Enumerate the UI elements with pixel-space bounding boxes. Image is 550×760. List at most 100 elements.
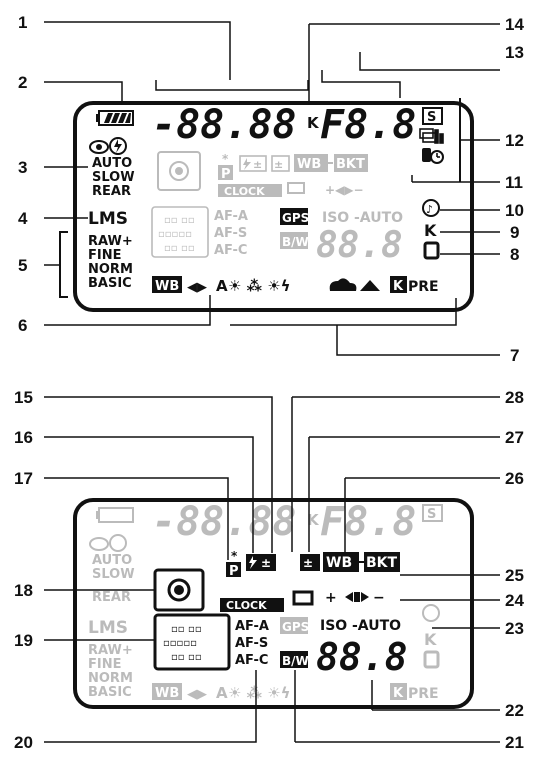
af-area-active-icon: ▫▫ ▫▫ ▫▫▫▫▫ ▫▫ ▫▫	[153, 613, 231, 671]
callout-27: 27	[505, 428, 524, 447]
af-area-icon: ▫▫ ▫▫ ▫▫▫▫▫ ▫▫ ▫▫	[151, 206, 209, 258]
bottom-callout-numbers: 15 16 17 18 19 20 21 22 23 24 25 26 27 2…	[14, 388, 524, 752]
bw-indicator: B/W	[280, 232, 309, 249]
svg-text:K: K	[393, 686, 404, 701]
metering-icon	[157, 151, 201, 191]
flash-icon	[109, 137, 127, 155]
flash-mode-rear: REAR	[92, 184, 131, 199]
bracket-progress-icon: +◀▶−	[325, 183, 364, 197]
shutter-dim: -88.88	[152, 499, 297, 545]
wb-row: WB ◀▶ A ☀ ⁂ ☀ϟ K PRE	[152, 276, 439, 295]
svg-text:▫▫ ▫▫: ▫▫ ▫▫	[164, 215, 195, 226]
svg-text:+◀▶−: +◀▶−	[325, 183, 364, 197]
flash-auto-dim: AUTO	[92, 553, 132, 568]
svg-text:+: +	[325, 590, 337, 606]
svg-text:CLOCK: CLOCK	[224, 185, 265, 198]
callout-9: 9	[510, 223, 519, 242]
iso-label: ISO	[322, 210, 349, 226]
svg-text:BKT: BKT	[366, 555, 398, 571]
bw-active-indicator: B/W	[280, 651, 309, 668]
flash-comp-icon: ±	[239, 155, 267, 172]
callout-13: 13	[505, 43, 524, 62]
callout-24: 24	[505, 591, 524, 610]
callout-8: 8	[510, 245, 519, 264]
svg-text:PRE: PRE	[408, 279, 439, 295]
callout-22: 22	[505, 701, 524, 720]
battery-dim-icon	[96, 507, 134, 523]
svg-text:☀ ⁂ ☀ϟ: ☀ ⁂ ☀ϟ	[228, 277, 291, 295]
svg-text:±: ±	[253, 158, 262, 171]
callout-17: 17	[14, 469, 33, 488]
k-indicator: K	[307, 114, 320, 132]
single-frame-box	[422, 107, 443, 125]
svg-text:−: −	[373, 590, 385, 606]
top-callout-lines	[44, 21, 500, 356]
p-star-active-icon: * P	[226, 549, 241, 579]
callout-15: 15	[14, 388, 33, 407]
callout-2: 2	[18, 73, 27, 92]
callout-21: 21	[505, 733, 524, 752]
iso-active-label: ISO	[320, 618, 347, 634]
gps-dim-indicator: GPS	[280, 617, 309, 634]
callout-14: 14	[505, 15, 524, 34]
svg-text:▫▫▫▫▫: ▫▫▫▫▫	[163, 638, 197, 649]
basic-dim: BASIC	[88, 685, 132, 700]
gps-indicator: GPS	[280, 208, 309, 225]
bottom-panel: -88.88 K F8.8 S AUTO SLOW REAR LMS RAW+ …	[73, 498, 474, 709]
callout-12: 12	[505, 131, 524, 150]
wb-auto: A	[216, 277, 228, 295]
remote-icon	[422, 148, 444, 164]
bracket-progress-active-icon: + −	[325, 590, 385, 606]
svg-text:A: A	[216, 684, 228, 702]
norm-dim: NORM	[88, 671, 133, 686]
wb-dim-row: WB ◀▶ A ☀ ⁂ ☀ϟ K PRE	[152, 683, 439, 702]
clock-indicator: CLOCK	[218, 184, 282, 198]
frame-counter-display: 88.8	[316, 225, 403, 266]
flash-mode-auto: AUTO	[92, 156, 132, 171]
svg-text:▫▫ ▫▫: ▫▫ ▫▫	[171, 652, 202, 663]
af-s-active: AF-S	[235, 636, 268, 651]
top-panel: -88.88 K F8.8 S AUTO SLOW REAR	[59, 98, 474, 312]
battery-small-icon	[287, 182, 305, 194]
beep-dim-icon	[422, 604, 440, 622]
red-eye-icon	[89, 140, 109, 154]
aperture-display: F8.8	[320, 102, 416, 148]
af-mode-a: AF-A	[214, 209, 248, 224]
zero-dim	[423, 650, 440, 669]
release-mode-icon	[419, 128, 444, 144]
red-eye-dim-icon	[89, 537, 109, 551]
flash-dim-icon	[109, 534, 127, 552]
callout-18: 18	[14, 581, 33, 600]
callout-19: 19	[14, 631, 33, 650]
bottom-panel-frame	[73, 498, 474, 709]
wb-bkt-indicator: WB BKT	[294, 154, 368, 172]
top-callout-numbers: 1 2 3 4 5 6 7 8 9 10 11 12 13 14	[18, 13, 524, 365]
callout-25: 25	[505, 566, 524, 585]
callout-28: 28	[505, 388, 524, 407]
svg-text:◀▶: ◀▶	[187, 687, 207, 702]
s-box-dim	[422, 504, 443, 522]
battery-small-active-icon	[292, 590, 314, 606]
callout-16: 16	[14, 428, 33, 447]
callout-20: 20	[14, 733, 33, 752]
callout-6: 6	[18, 316, 27, 335]
af-mode-s: AF-S	[214, 226, 247, 241]
zero-digit	[423, 241, 440, 260]
iso-auto-active-label: -AUTO	[352, 618, 401, 634]
lms-dim: LMS	[88, 618, 128, 638]
svg-text:±: ±	[261, 556, 271, 570]
quality-norm: NORM	[88, 262, 133, 277]
callout-5: 5	[18, 256, 27, 275]
svg-text:P: P	[229, 564, 239, 579]
exposure-comp-active-icon: ±	[300, 554, 320, 571]
callout-23: 23	[505, 619, 524, 638]
flash-rear-dim: REAR	[92, 590, 131, 605]
callout-11: 11	[505, 173, 523, 192]
svg-text:GPS: GPS	[282, 211, 309, 225]
cloud-icon	[329, 278, 357, 291]
wb-arrows: ◀▶	[187, 280, 207, 295]
quality-basic: BASIC	[88, 276, 132, 291]
bottom-callout-lines	[44, 396, 500, 743]
af-mode-c: AF-C	[214, 243, 247, 258]
